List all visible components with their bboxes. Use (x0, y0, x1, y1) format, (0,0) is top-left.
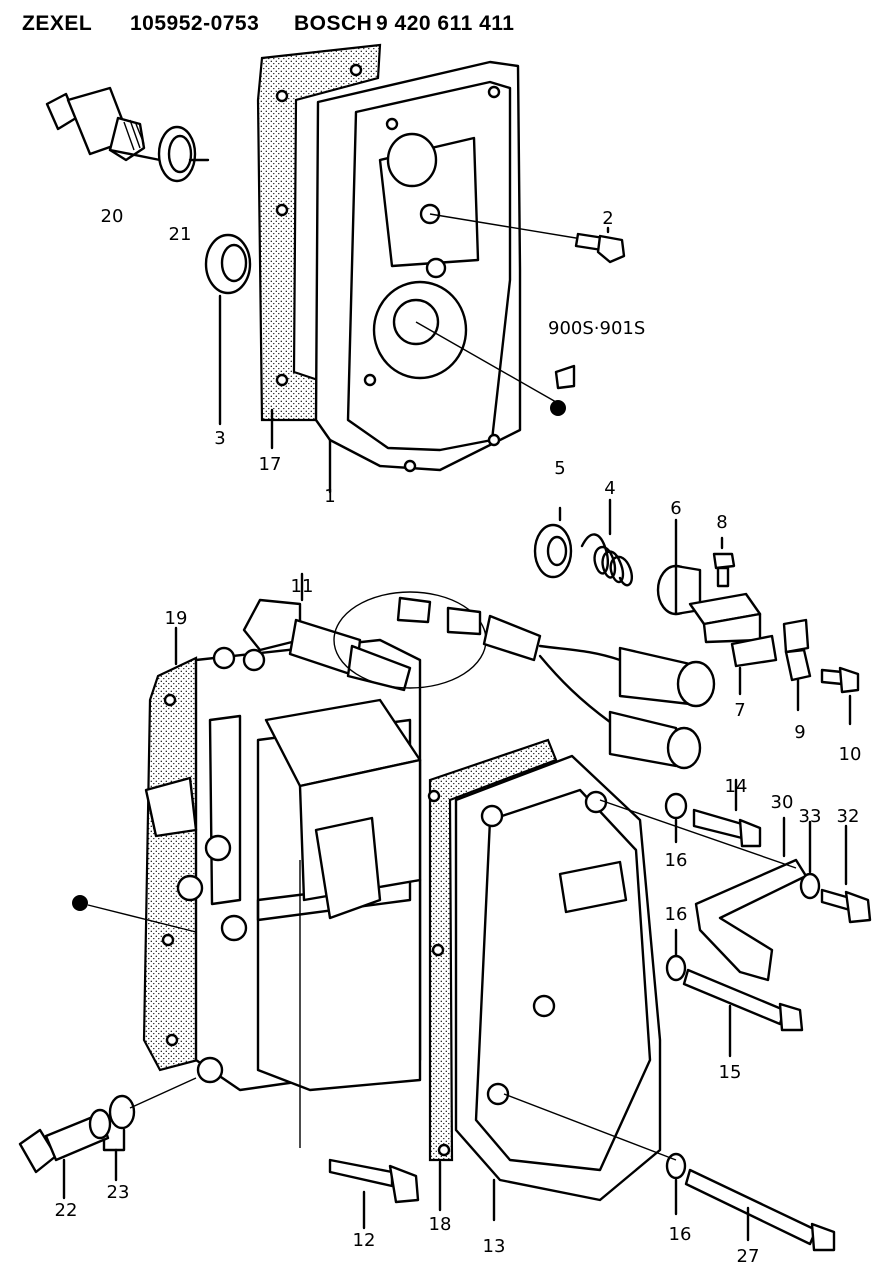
reference-dot-upper (550, 400, 566, 416)
callout-18: 18 (429, 1214, 452, 1235)
part-30-bracket (599, 799, 808, 982)
callout-16-top: 16 (665, 850, 688, 871)
part-2-bolt (574, 226, 626, 264)
callout-13: 13 (483, 1236, 506, 1257)
part-20-plug (45, 86, 162, 162)
harness-connectors (333, 591, 716, 770)
header-part-number-b: 9 420 611 411 (376, 12, 515, 35)
header-maker-a: ZEXEL (22, 12, 93, 35)
callout-2: 2 (602, 208, 613, 229)
leader-dot-lower (87, 904, 197, 933)
callout-32: 32 (837, 806, 860, 827)
callout-12: 12 (353, 1230, 376, 1251)
part-3-oil-seal (204, 233, 252, 426)
callout-4: 4 (604, 478, 615, 499)
callout-10: 10 (839, 744, 862, 765)
part-900s-901s-key (554, 364, 576, 390)
callout-17: 17 (259, 454, 282, 475)
callout-23: 23 (107, 1182, 130, 1203)
part-19-gasket (142, 626, 200, 1072)
part-13-cover (454, 754, 662, 1222)
callout-19: 19 (165, 608, 188, 629)
callout-3: 3 (214, 428, 225, 449)
part-15-bolt (665, 928, 804, 1058)
callout-16-middle: 16 (665, 904, 688, 925)
part-5-washer (533, 506, 573, 579)
callout-30: 30 (771, 792, 794, 813)
callout-33: 33 (799, 806, 822, 827)
part-23-washers (88, 1077, 197, 1182)
callout-1: 1 (324, 486, 335, 507)
part-17-gasket (256, 43, 382, 450)
part-27-bolt (503, 1093, 836, 1252)
part-10-screw (820, 666, 860, 726)
part-9-clip (782, 618, 812, 712)
callout-900s-901s: 900S·901S (548, 318, 645, 339)
part-32-bolt (820, 824, 872, 924)
callout-14: 14 (725, 776, 748, 797)
part-7-bracket (688, 592, 778, 696)
callout-9: 9 (794, 722, 805, 743)
reference-dot-lower (72, 895, 88, 911)
callout-5: 5 (554, 458, 565, 479)
callout-6: 6 (670, 498, 681, 519)
callout-21: 21 (169, 224, 192, 245)
callout-16-bottom: 16 (669, 1224, 692, 1245)
callout-27: 27 (737, 1246, 760, 1267)
part-12-bolt (299, 860, 420, 1230)
governor-body (144, 572, 422, 1092)
callout-7: 7 (734, 700, 745, 721)
part-21-seal-ring (157, 125, 210, 183)
part-14-bolt (664, 778, 762, 848)
part-4-spring (580, 498, 634, 587)
callout-15: 15 (719, 1062, 742, 1083)
part-18-gasket (427, 738, 558, 1212)
callout-8: 8 (716, 512, 727, 533)
part-6-plunger (656, 518, 702, 616)
header-maker-b: BOSCH (294, 12, 373, 35)
part-1-housing (314, 60, 589, 494)
callout-22: 22 (55, 1200, 78, 1221)
part-8-screw (712, 536, 736, 588)
callout-20: 20 (101, 206, 124, 227)
callout-11: 11 (291, 576, 314, 597)
part-33-washer (799, 820, 821, 900)
header-part-number-a: 105952-0753 (130, 12, 260, 35)
